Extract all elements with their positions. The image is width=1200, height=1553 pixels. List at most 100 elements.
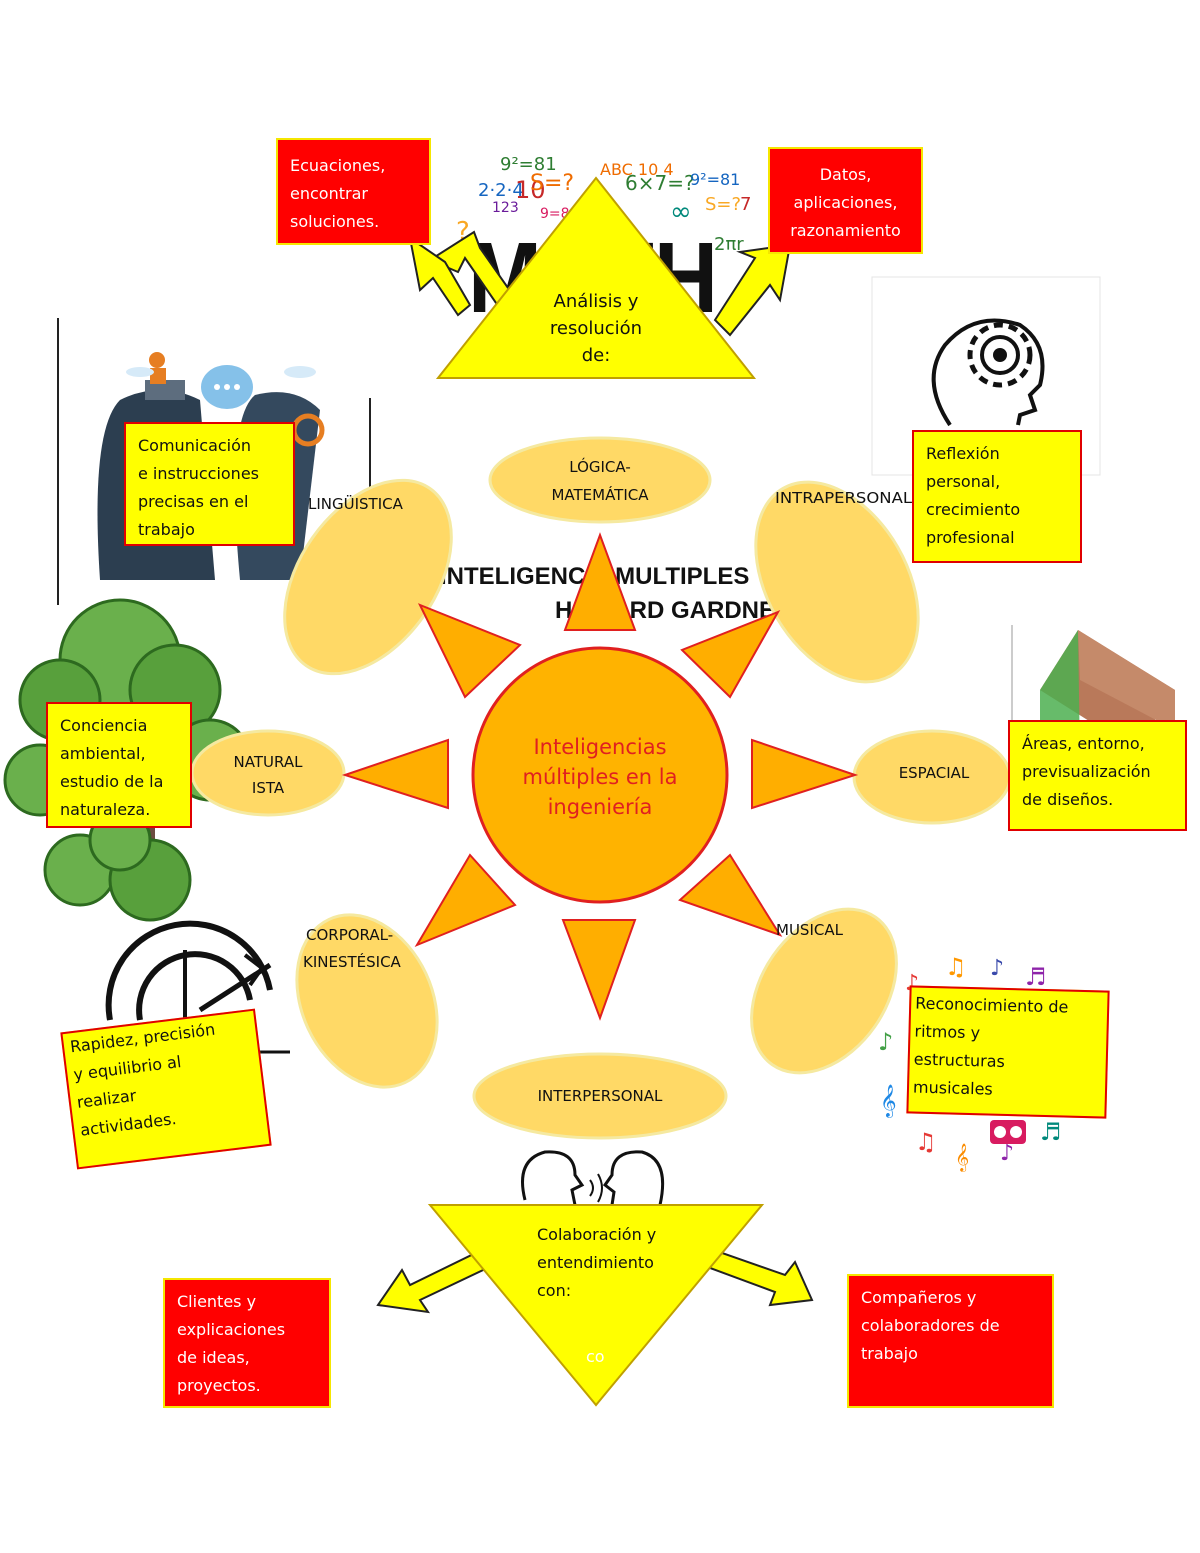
box-comunicacion-line: Comunicación bbox=[138, 436, 252, 455]
box-ecuaciones-line: encontrar bbox=[290, 184, 368, 203]
svg-text:9²=81: 9²=81 bbox=[500, 154, 557, 175]
ellipses bbox=[190, 436, 1012, 1140]
svg-text:𝄞: 𝄞 bbox=[955, 1143, 969, 1172]
box-comunicacion-line: trabajo bbox=[138, 520, 195, 539]
box-ecuaciones-line: soluciones. bbox=[290, 212, 380, 231]
box-ecuaciones-text: Ecuaciones, encontrar soluciones. bbox=[278, 140, 429, 236]
box-datos-line: razonamiento bbox=[790, 221, 901, 240]
box-reflexion-line: personal, bbox=[926, 472, 1001, 491]
ellipse-linguistica bbox=[283, 478, 453, 676]
box-conciencia-text: Conciencia ambiental, estudio de la natu… bbox=[48, 704, 190, 824]
box-comunicacion-line: precisas en el bbox=[138, 492, 249, 511]
box-datos-line: aplicaciones, bbox=[793, 193, 898, 212]
bottom-triangle-extra: co bbox=[586, 1347, 605, 1366]
box-rapidez-text: Rapidez, precisión y equilibrio al reali… bbox=[63, 1011, 267, 1146]
box-companeros-line: colaboradores de bbox=[861, 1316, 1000, 1335]
center-line-2: múltiples en la bbox=[523, 765, 678, 789]
box-areas-text: Áreas, entorno, previsualización de dise… bbox=[1010, 722, 1185, 814]
ellipse-musical bbox=[750, 907, 898, 1075]
label-logica-1: LÓGICA- bbox=[569, 457, 631, 476]
svg-text:♬: ♬ bbox=[1040, 1118, 1062, 1146]
box-companeros: Compañeros y colaboradores de trabajo bbox=[847, 1274, 1054, 1408]
box-ecuaciones: Ecuaciones, encontrar soluciones. bbox=[276, 138, 431, 245]
svg-text:♫: ♫ bbox=[945, 953, 967, 981]
svg-text:♪: ♪ bbox=[878, 1028, 893, 1056]
svg-text:ABC 10 4: ABC 10 4 bbox=[600, 160, 674, 179]
ellipse-corporal bbox=[295, 913, 439, 1089]
box-conciencia-line: estudio de la bbox=[60, 772, 164, 791]
box-conciencia-line: naturaleza. bbox=[60, 800, 151, 819]
svg-text:♬: ♬ bbox=[1025, 963, 1047, 991]
top-triangle bbox=[435, 176, 757, 379]
box-datos-line: Datos, bbox=[819, 165, 872, 184]
ellipse-intrapersonal bbox=[754, 480, 920, 684]
box-reflexion-line: Reflexión bbox=[926, 444, 1000, 463]
box-areas-line: Áreas, entorno, bbox=[1022, 734, 1145, 753]
svg-text:2πr: 2πr bbox=[714, 234, 744, 255]
bottom-triangle-line-1: Colaboración y bbox=[537, 1225, 656, 1244]
box-ritmos: Reconocimiento de ritmos y estructuras m… bbox=[906, 985, 1110, 1119]
svg-text:2·2·4: 2·2·4 bbox=[478, 180, 524, 201]
label-corporal-2: KINESTÉSICA bbox=[303, 952, 402, 971]
box-clientes-line: proyectos. bbox=[177, 1376, 261, 1395]
box-comunicacion-line: e instrucciones bbox=[138, 464, 259, 483]
box-reflexion-line: profesional bbox=[926, 528, 1015, 547]
ellipse-interpersonal bbox=[472, 1052, 728, 1140]
sun-rays bbox=[341, 532, 859, 1021]
ellipse-naturalista bbox=[190, 729, 346, 817]
svg-text:S=?: S=? bbox=[530, 171, 574, 196]
svg-text:∞: ∞ bbox=[670, 197, 692, 227]
label-espacial: ESPACIAL bbox=[899, 764, 970, 782]
top-triangle-line-2: resolución bbox=[550, 318, 642, 339]
svg-text:9=8: 9=8 bbox=[540, 206, 570, 222]
box-companeros-line: Compañeros y bbox=[861, 1288, 977, 1307]
box-conciencia-line: ambiental, bbox=[60, 744, 146, 763]
box-comunicacion: Comunicación e instrucciones precisas en… bbox=[124, 422, 295, 546]
label-musical: MUSICAL bbox=[776, 921, 844, 939]
svg-text:♪: ♪ bbox=[990, 956, 1004, 981]
ellipse-logica bbox=[488, 436, 712, 524]
svg-text:♫: ♫ bbox=[915, 1128, 937, 1156]
box-rapidez: Rapidez, precisión y equilibrio al reali… bbox=[60, 1008, 272, 1170]
box-clientes-line: Clientes y bbox=[177, 1292, 257, 1311]
box-areas-line: de diseños. bbox=[1022, 790, 1114, 809]
center-line-1: Inteligencias bbox=[533, 735, 666, 759]
box-reflexion-text: Reflexión personal, crecimiento profesio… bbox=[914, 432, 1080, 552]
svg-text:S=?: S=? bbox=[705, 194, 741, 215]
box-datos-text: Datos, aplicaciones, razonamiento bbox=[770, 149, 921, 245]
center-line-3: ingeniería bbox=[548, 795, 653, 819]
box-datos: Datos, aplicaciones, razonamiento bbox=[768, 147, 923, 254]
svg-text:123: 123 bbox=[492, 200, 519, 216]
box-reflexion: Reflexión personal, crecimiento profesio… bbox=[912, 430, 1082, 563]
box-ritmos-text: Reconocimiento de ritmos y estructuras m… bbox=[909, 987, 1108, 1106]
box-clientes-text: Clientes y explicaciones de ideas, proye… bbox=[165, 1280, 329, 1400]
box-conciencia: Conciencia ambiental, estudio de la natu… bbox=[46, 702, 192, 828]
box-clientes-line: explicaciones bbox=[177, 1320, 286, 1339]
conversation-picture bbox=[521, 1150, 665, 1206]
box-clientes: Clientes y explicaciones de ideas, proye… bbox=[163, 1278, 331, 1408]
bottom-triangle bbox=[427, 1204, 765, 1407]
top-triangle-line-3: de: bbox=[582, 345, 611, 366]
box-companeros-text: Compañeros y colaboradores de trabajo bbox=[849, 1276, 1052, 1368]
box-reflexion-line: crecimiento bbox=[926, 500, 1021, 519]
svg-text:♪: ♪ bbox=[1000, 1141, 1014, 1166]
label-naturalista-1: NATURAL bbox=[234, 753, 304, 771]
svg-text:𝄞: 𝄞 bbox=[880, 1084, 897, 1118]
svg-text:10: 10 bbox=[515, 176, 546, 204]
top-triangle-line-1: Análisis y bbox=[554, 291, 639, 312]
bottom-triangle-line-3: con: bbox=[537, 1281, 571, 1300]
box-companeros-line: trabajo bbox=[861, 1344, 918, 1363]
label-interpersonal: INTERPERSONAL bbox=[538, 1087, 663, 1105]
label-intrapersonal: INTRAPERSONAL bbox=[775, 489, 913, 507]
box-ritmos-line: musicales bbox=[912, 1077, 994, 1099]
box-areas: Áreas, entorno, previsualización de dise… bbox=[1008, 720, 1187, 831]
box-ecuaciones-line: Ecuaciones, bbox=[290, 156, 386, 175]
box-clientes-line: de ideas, bbox=[177, 1348, 250, 1367]
svg-text:7: 7 bbox=[740, 194, 751, 215]
label-linguistica: LINGÜISTICA bbox=[308, 494, 404, 513]
box-comunicacion-text: Comunicación e instrucciones precisas en… bbox=[126, 424, 293, 544]
box-conciencia-line: Conciencia bbox=[60, 716, 148, 735]
bottom-triangle-line-2: entendimiento bbox=[537, 1253, 654, 1272]
box-areas-line: previsualización bbox=[1022, 762, 1151, 781]
svg-text:6×7=?: 6×7=? bbox=[625, 171, 695, 195]
